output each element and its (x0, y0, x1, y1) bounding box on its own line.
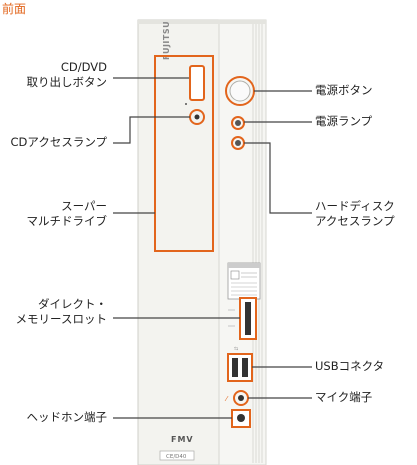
product-sticker (227, 262, 261, 300)
label-super-multi: スーパー マルチドライブ (27, 199, 108, 229)
label-line: USBコネクタ (315, 359, 385, 373)
label-headphone: ヘッドホン端子 (27, 410, 108, 425)
power-lamp-marker (231, 116, 245, 130)
usb-connectors-marker (227, 353, 253, 382)
fujitsu-logo: FUJITSU (162, 21, 171, 60)
memory-slot (245, 302, 251, 335)
usb-symbol-icon: ⇆ (234, 346, 238, 352)
label-power-lamp: 電源ランプ (315, 114, 372, 129)
hdd-lamp (235, 140, 241, 146)
usb-port-1 (232, 358, 238, 377)
page-heading: 前面 (2, 2, 27, 16)
headphone-jack (237, 414, 245, 422)
mic-jack (238, 395, 244, 401)
fmv-brand: FMV (171, 435, 194, 444)
usb-port-2 (242, 358, 248, 377)
label-line: ヘッドホン端子 (26, 410, 108, 424)
power-lamp (235, 120, 241, 126)
drive-dot (185, 103, 187, 105)
label-cd-access: CDアクセスランプ (11, 135, 107, 150)
label-line: 電源ボタン (315, 83, 373, 97)
label-line: 取り出しボタン (26, 75, 108, 89)
label-cd-eject: CD/DVD 取り出しボタン (27, 60, 108, 90)
pc-case (137, 19, 267, 465)
label-mic: マイク端子 (315, 390, 372, 405)
leader-lines (113, 77, 312, 419)
label-power-button: 電源ボタン (315, 83, 373, 98)
label-line: ハードディスク (315, 199, 395, 213)
mic-symbol-icon: ⁄ (224, 395, 229, 403)
model-plate (159, 450, 195, 461)
label-line: マルチドライブ (26, 214, 108, 228)
label-line: CD/DVD (60, 60, 107, 74)
optical-drive (154, 55, 214, 252)
label-line: アクセスランプ (315, 214, 395, 228)
label-line: 電源ランプ (315, 114, 373, 128)
label-usb: USBコネクタ (315, 359, 384, 374)
label-hdd-access: ハードディスク アクセスランプ (315, 199, 395, 229)
cd-access-lamp (194, 114, 200, 120)
label-line: メモリースロット (15, 312, 107, 326)
label-line: CDアクセスランプ (10, 135, 107, 149)
eject-button (189, 65, 205, 101)
model-number: CE/D40 (166, 454, 187, 460)
label-line: マイク端子 (315, 390, 373, 404)
power-button (229, 80, 251, 102)
label-line: スーパー (61, 199, 107, 213)
label-direct-memory: ダイレクト・ メモリースロット (16, 297, 107, 327)
label-line: ダイレクト・ (38, 297, 107, 311)
